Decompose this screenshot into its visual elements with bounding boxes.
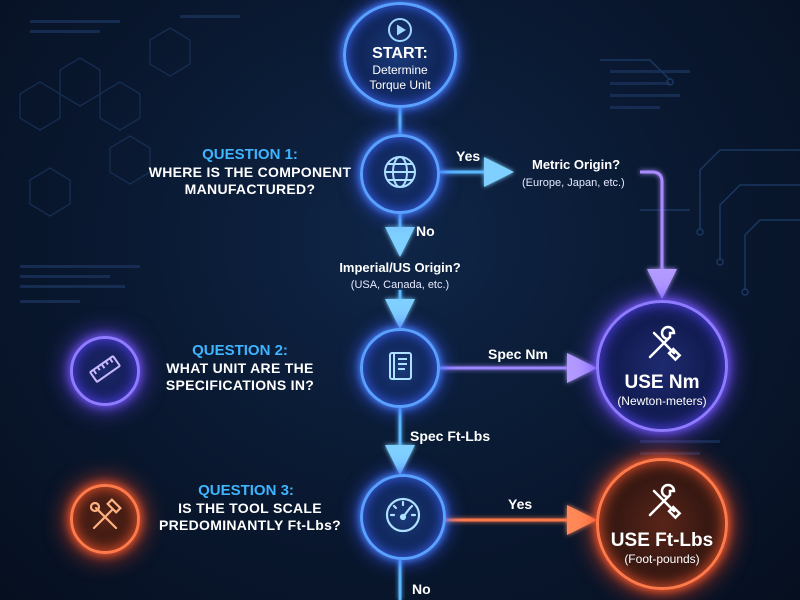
result-nm-title: USE Nm	[624, 371, 700, 393]
result-ftlbs-subtitle: (Foot-pounds)	[624, 551, 700, 566]
result-nm-subtitle: (Newton-meters)	[617, 393, 707, 408]
question2-node	[360, 328, 440, 408]
start-subtitle-line2: Torque Unit	[369, 78, 431, 92]
hammer-wrench-icon	[86, 497, 124, 541]
question1-text-line2: MANUFACTURED?	[184, 181, 316, 197]
question1-text-line1: WHERE IS THE COMPONENT	[148, 164, 352, 180]
question1-title: QUESTION 1:	[202, 146, 298, 163]
play-icon	[387, 17, 413, 43]
question1-no-label: No	[416, 223, 435, 239]
question3-text-line1: IS THE TOOL SCALE	[178, 500, 322, 516]
question1-yes-label: Yes	[456, 148, 481, 164]
spec-nm-label: Spec Nm	[488, 346, 548, 362]
data-noise-decoration	[20, 15, 720, 455]
question2-text-line2: SPECIFICATIONS IN?	[165, 377, 315, 393]
question3-side-node	[70, 484, 140, 554]
question3-title: QUESTION 3:	[198, 482, 294, 499]
globe-icon	[380, 152, 420, 197]
ruler-icon	[86, 350, 124, 393]
connector-metric-nm	[640, 170, 677, 299]
question3-yes-label: Yes	[508, 496, 533, 512]
question3-text-line2: PREDOMINANTLY Ft-Lbs?	[158, 517, 342, 533]
gauge-icon	[382, 494, 424, 541]
wrench-screwdriver-icon	[642, 483, 682, 528]
hexagon-decoration	[19, 27, 191, 217]
imperial-origin-subtitle: (USA, Canada, etc.)	[350, 279, 450, 291]
result-nm-node: USE Nm (Newton-meters)	[596, 300, 728, 432]
spec-ftlbs-label: Spec Ft-Lbs	[410, 428, 491, 444]
result-ftlbs-node: USE Ft-Lbs (Foot-pounds)	[596, 458, 728, 590]
book-icon	[382, 348, 418, 389]
question3-no-label: No	[412, 581, 431, 597]
start-node: START: Determine Torque Unit	[343, 2, 457, 108]
question2-title: QUESTION 2:	[192, 342, 288, 359]
start-subtitle-line1: Determine	[372, 63, 428, 77]
question2-text-line1: WHAT UNIT ARE THE	[166, 360, 314, 376]
circuit-decoration	[600, 59, 800, 296]
question1-node	[360, 134, 440, 214]
start-title: START:	[372, 45, 428, 62]
metric-origin-title: Metric Origin?	[532, 157, 621, 172]
metric-origin-subtitle: (Europe, Japan, etc.)	[522, 177, 625, 189]
imperial-origin-title: Imperial/US Origin?	[339, 260, 461, 275]
question2-side-node	[70, 336, 140, 406]
result-ftlbs-title: USE Ft-Lbs	[610, 529, 714, 551]
wrench-screwdriver-icon	[642, 325, 682, 370]
question3-node	[360, 474, 446, 560]
